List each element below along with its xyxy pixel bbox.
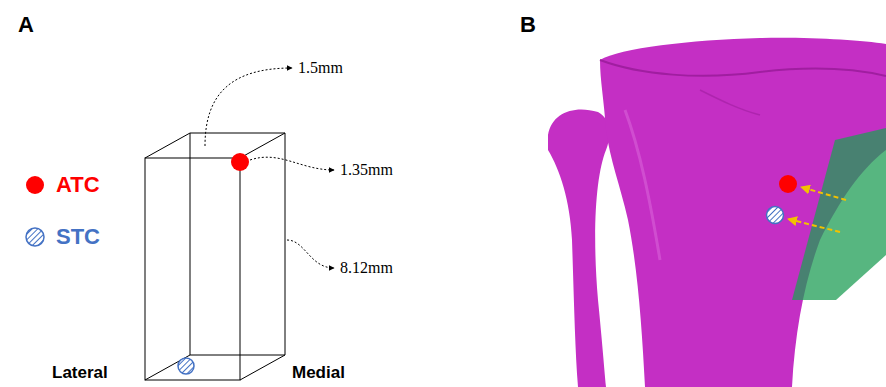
panel-label: A [18, 14, 34, 36]
atc-point [231, 153, 249, 171]
stc-point [178, 358, 194, 374]
side-label: Lateral [52, 364, 108, 381]
prism-wireframe [145, 133, 285, 380]
legend-label: STC [56, 226, 100, 248]
legend-label: ATC [56, 174, 100, 196]
atc-point [779, 175, 797, 193]
tibia-render [548, 38, 886, 387]
projection-arrow [788, 187, 846, 232]
dimension-label: 1.5mm [298, 60, 343, 76]
dimension-label: 1.35mm [340, 162, 393, 178]
side-label: Medial [292, 364, 345, 381]
dimension-leader [205, 68, 334, 268]
stc-point [767, 207, 784, 224]
dimension-label: 8.12mm [340, 260, 393, 276]
stc-swatch [26, 228, 44, 246]
legend-swatch [26, 176, 44, 194]
cut-plane [792, 128, 886, 300]
panel-label: B [520, 14, 536, 36]
